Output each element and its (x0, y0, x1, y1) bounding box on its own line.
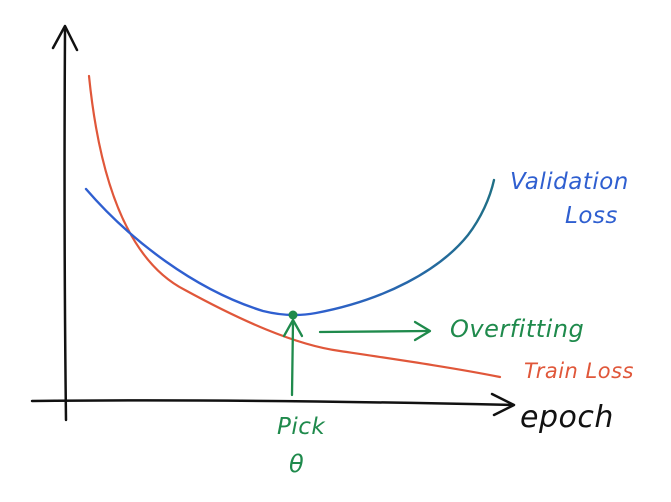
pick-label-line2: θ (289, 450, 304, 478)
validation-loss-curve (84, 178, 496, 317)
validation-minimum-dot (288, 310, 298, 320)
overfitting-label: Overfitting (450, 315, 584, 343)
x-axis-line (30, 399, 514, 407)
pick-arrow-shaft (290, 320, 295, 397)
y-axis-line (63, 28, 68, 422)
y-axis-arrowhead (51, 24, 79, 52)
x-axis-label: epoch (520, 400, 614, 435)
validation-loss-label-line2: Loss (565, 203, 618, 229)
axes (30, 24, 516, 422)
pick-label-line1: Pick (277, 414, 326, 440)
pick-arrow-head (282, 318, 304, 338)
overfitting-arrow-head (413, 320, 432, 342)
train-loss-label: Train Loss (524, 359, 634, 383)
train-loss-curve (87, 74, 502, 379)
x-axis-arrowhead (490, 392, 516, 417)
overfitting-arrow-shaft (318, 329, 430, 334)
validation-loss-label-line1: Validation (510, 169, 629, 195)
